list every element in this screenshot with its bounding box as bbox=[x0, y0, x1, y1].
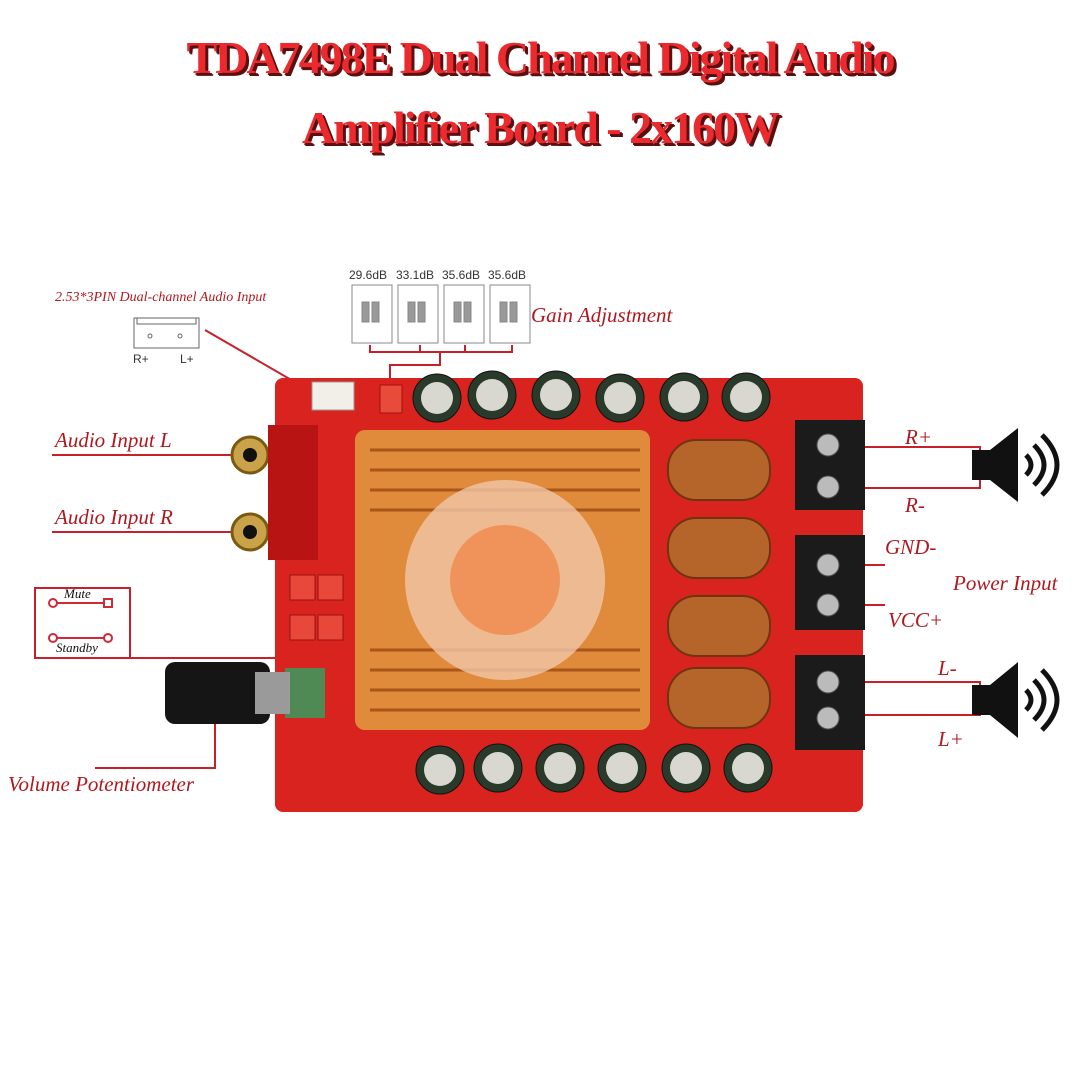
l-minus-label: L- bbox=[938, 656, 957, 680]
audio-input-header bbox=[311, 381, 355, 411]
gnd-label: GND- bbox=[885, 535, 937, 559]
audio-input-l-label: Audio Input L bbox=[55, 428, 172, 452]
volume-potentiometer-label: Volume Potentiometer bbox=[8, 772, 195, 796]
audio-input-connector-diagram bbox=[133, 317, 200, 349]
mute-label: Mute bbox=[64, 586, 91, 601]
audio-input-r-label: Audio Input R bbox=[55, 505, 173, 529]
title-line-2: Amplifier Board - 2x160W bbox=[301, 102, 780, 153]
volume-knob[interactable] bbox=[165, 662, 270, 724]
pin-r-plus: R+ bbox=[133, 352, 149, 366]
title-line-1: TDA7498E Dual Channel Digital Audio bbox=[186, 32, 895, 83]
gain-setting-2: 33.1dB bbox=[396, 268, 435, 282]
vcc-label: VCC+ bbox=[888, 608, 944, 632]
amplifier-board bbox=[165, 370, 865, 812]
audio-input-connector-label: 2.53*3PIN Dual-channel Audio Input bbox=[55, 290, 267, 305]
screw-terminals bbox=[795, 420, 865, 750]
r-minus-label: R- bbox=[905, 493, 925, 517]
speaker-icon bbox=[972, 428, 1060, 502]
r-plus-label: R+ bbox=[905, 425, 932, 449]
l-plus-label: L+ bbox=[938, 727, 964, 751]
pin-l-plus: L+ bbox=[180, 352, 194, 366]
potentiometer-body bbox=[285, 668, 325, 718]
gain-dip-switch bbox=[379, 384, 403, 414]
inductor-coils bbox=[667, 439, 771, 729]
fan-hub bbox=[450, 525, 560, 635]
gain-setting-4: 35.6dB bbox=[488, 268, 527, 282]
mute-standby-jumpers bbox=[48, 598, 113, 643]
power-input-label: Power Input bbox=[953, 571, 1058, 595]
gain-switch-diagrams bbox=[351, 284, 531, 344]
gain-adjustment-label: Gain Adjustment bbox=[531, 303, 673, 327]
standby-label: Standby bbox=[56, 640, 98, 655]
gain-setting-3: 35.6dB bbox=[442, 268, 481, 282]
speaker-icon bbox=[972, 662, 1060, 738]
gain-setting-1: 29.6dB bbox=[349, 268, 388, 282]
